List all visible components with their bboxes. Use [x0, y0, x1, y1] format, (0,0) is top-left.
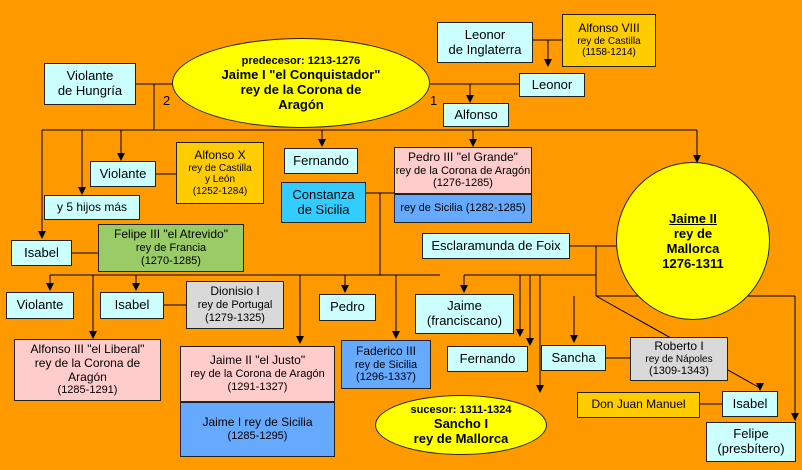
fernando-bottom-box: Fernando: [447, 346, 528, 372]
pedro-box: Pedro: [319, 294, 376, 321]
fadrique-box: Faderico III rey de Sicilia (1296-1337): [341, 340, 431, 389]
felipe-presbitero-line2: (presbítero): [717, 441, 785, 456]
felipe-presbitero-box: Felipe (presbítero): [706, 422, 796, 462]
jaime-ii-mallorca-line3: Mallorca: [666, 241, 720, 256]
marriage-2-label: 2: [163, 93, 171, 108]
isabel-left-box: Isabel: [11, 240, 72, 266]
sancho-i-oval: sucesor: 1311-1324 Sancho I rey de Mallo…: [375, 395, 547, 455]
pedro-iii-dates: (1276-1285): [433, 177, 493, 190]
alfonso-viii-dates: (1158-1214): [582, 47, 636, 59]
felipe-iii-title: rey de Francia: [135, 242, 207, 255]
jaime-ii-justo-sicily-box: Jaime I rey de Sicilia (1285-1295): [180, 402, 335, 457]
alfonso-x-box: Alfonso X rey de Castilla y León (1252-1…: [176, 142, 264, 204]
esclaramunda-box: Esclaramunda de Foix: [422, 233, 570, 259]
violante-hungria-line2: de Hungría: [57, 83, 123, 98]
alfonso-iii-dates: (1285-1291): [57, 384, 118, 397]
leonor-inglaterra-box: Leonor de Inglaterra: [437, 22, 533, 63]
dionisio-box: Dionisio I rey de Portugal (1279-1325): [186, 281, 284, 329]
alfonso-viii-box: Alfonso VIII rey de Castilla (1158-1214): [562, 14, 656, 67]
jaime-i-line1: Jaime I "el Conquistador": [221, 66, 381, 82]
constanza-line1: Constanza: [292, 186, 355, 202]
isabel-portugal-box: Isabel: [100, 292, 164, 319]
leonor-box: Leonor: [519, 73, 585, 97]
pedro-iii-title: rey de la Corona de Aragón: [395, 164, 531, 177]
leonor-inglaterra-line2: de Inglaterra: [448, 41, 522, 57]
jaime-ii-mallorca-oval: Jaime II rey de Mallorca 1276-1311: [616, 162, 770, 320]
felipe-iii-box: Felipe III "el Atrevido" rey de Francia …: [98, 224, 244, 272]
jaime-ii-justo-dates: (1291-1327): [227, 380, 288, 393]
jaime-ii-mallorca-line2: rey de: [673, 226, 713, 241]
felipe-presbitero-line1: Felipe: [733, 426, 769, 442]
violante-box: Violante: [90, 161, 156, 187]
fadrique-name: Faderico III: [355, 343, 417, 358]
felipe-iii-dates: (1270-1285): [141, 254, 201, 267]
pedro-iii-sicily-box: rey de Sicilia (1282-1285): [394, 194, 532, 223]
jaime-i-line2: rey de la Corona de: [240, 81, 362, 97]
jaime-i-label: predecesor: 1213-1276: [241, 54, 361, 67]
alfonso-x-line2: y León: [204, 174, 236, 186]
isabel-right-box: Isabel: [722, 391, 778, 417]
sancho-i-line1: Sancho I: [433, 416, 489, 431]
jaime-ii-mallorca-line4: 1276-1311: [662, 256, 724, 271]
jaime-i-line3: Aragón: [278, 96, 324, 112]
jaime-franciscano-box: Jaime (franciscano): [415, 294, 514, 334]
constanza-box: Constanza de Sicilia: [281, 182, 366, 223]
jaime-i-oval: predecesor: 1213-1276 Jaime I "el Conqui…: [172, 38, 430, 128]
five-children-box: y 5 hijos más: [44, 195, 140, 220]
roberto-box: Roberto I rey de Nápoles (1309-1343): [630, 337, 728, 381]
dionisio-dates: (1279-1325): [205, 311, 265, 324]
fadrique-dates: (1296-1337): [356, 371, 416, 384]
dionisio-title: rey de Portugal: [197, 299, 273, 312]
jaime-franciscano-line1: Jaime: [447, 298, 482, 314]
violante-hungria-line1: Violante: [66, 68, 114, 84]
marriage-1-label: 1: [430, 93, 438, 108]
alfonso-x-line1: rey de Castilla: [188, 162, 252, 174]
roberto-name: Roberto I: [654, 339, 704, 354]
sancho-i-label: sucesor: 1311-1324: [410, 404, 512, 416]
fernando-top-box: Fernando: [284, 148, 358, 174]
alfonso-iii-line3: Aragón: [68, 369, 107, 384]
sancho-i-line2: rey de Mallorca: [413, 431, 509, 446]
alfonso-x-name: Alfonso X: [194, 147, 246, 162]
alfonso-viii-title: rey de Castilla: [577, 35, 641, 47]
violante-hungria-box: Violante de Hungría: [44, 63, 136, 105]
leonor-inglaterra-line1: Leonor: [464, 26, 506, 42]
jaime-ii-mallorca-line1: Jaime II: [669, 211, 717, 226]
alfonso-box: Alfonso: [443, 103, 509, 127]
roberto-dates: (1309-1343): [649, 365, 709, 378]
alfonso-iii-box: Alfonso III "el Liberal" rey de la Coron…: [14, 339, 161, 401]
felipe-iii-name: Felipe III "el Atrevido": [114, 227, 228, 242]
jaime-ii-justo-name: Jaime II "el Justo": [209, 353, 306, 368]
alfonso-iii-line2: rey de la Corona de: [34, 355, 141, 370]
alfonso-viii-name: Alfonso VIII: [578, 21, 640, 36]
jaime-ii-justo-box: Jaime II "el Justo" rey de la Corona de …: [180, 346, 335, 402]
fadrique-title: rey de Sicilia: [354, 358, 418, 371]
jaime-ii-justo-title: rey de la Corona de Aragón: [190, 368, 325, 381]
jaime-ii-justo-sicily: Jaime I rey de Sicilia: [202, 415, 313, 430]
jaime-ii-justo-sicily-dates: (1285-1295): [227, 430, 288, 443]
constanza-line2: de Sicilia: [297, 201, 350, 217]
pedro-iii-name: Pedro III "el Grande": [408, 149, 518, 164]
sancha-box: Sancha: [541, 345, 606, 371]
jaime-franciscano-line2: (franciscano): [426, 313, 503, 328]
juan-manuel-box: Don Juan Manuel: [577, 392, 700, 418]
violante2-box: Violante: [6, 292, 74, 319]
dionisio-name: Dionisio I: [210, 284, 260, 299]
pedro-iii-box: Pedro III "el Grande" rey de la Corona d…: [394, 147, 532, 194]
roberto-title: rey de Nápoles: [645, 353, 713, 365]
alfonso-iii-line1: Alfonso III "el Liberal": [30, 341, 145, 356]
alfonso-x-dates: (1252-1284): [192, 185, 248, 197]
